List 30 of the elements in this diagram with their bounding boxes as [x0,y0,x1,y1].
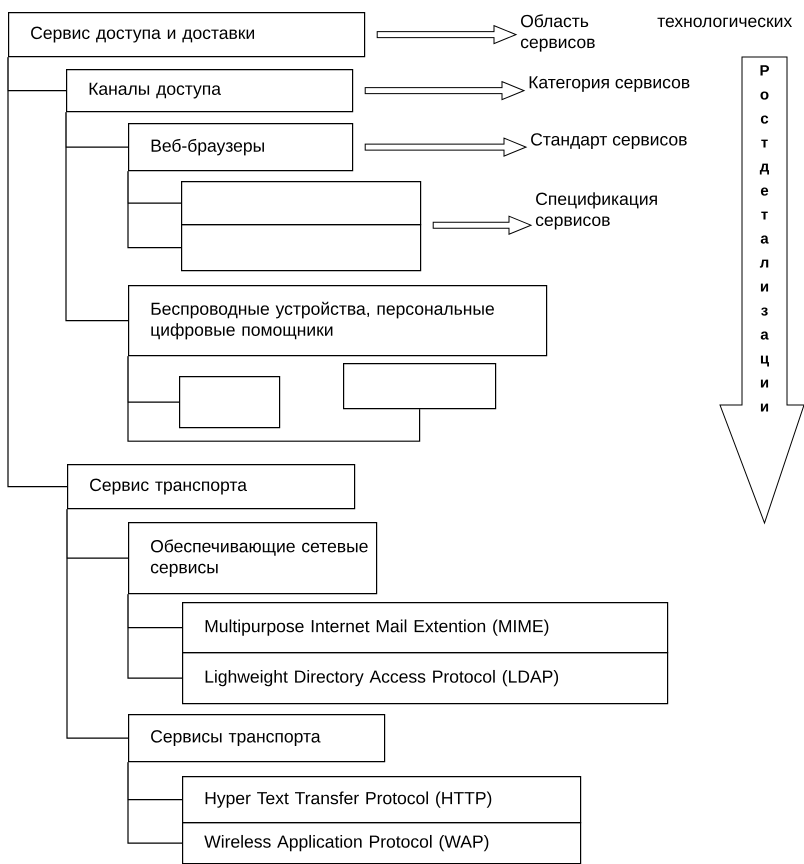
tree-box [343,363,496,410]
tree-box: Беспроводные устройства, персональные цифровые помощники [128,285,548,356]
tree-box: Веб-браузеры [128,123,354,172]
tree-box: Wireless Application Protocol (WAP) [182,822,582,864]
tree-box [181,181,422,226]
tree-box [181,224,422,272]
tree-box: Сервис транспорта [67,464,356,510]
tree-box: Сервисы транспорта [128,714,386,762]
level-label: Стандарт сервисов [531,133,687,150]
connector-line [127,171,181,248]
block-arrow [364,137,528,157]
tree-box: Lighweight Directory Access Protocol (LDAP) [182,652,668,704]
tree-box [179,376,280,428]
connector-line [127,356,420,442]
level-label: Категория сервисов [530,76,690,92]
block-arrow [376,24,518,44]
connector-line [66,509,128,739]
tree-box: Multipurpose Internet Mail Extention (MIME) [182,602,668,654]
level-label: Область технологических сервисов [520,14,792,52]
connector-line [7,57,67,488]
tree-box: Обеспечивающие сетевые сервисы [128,522,378,594]
tree-box: Каналы доступа [66,69,354,112]
tree-box: Hyper Text Transfer Protocol (HTTP) [182,776,582,824]
connector-line [127,594,182,679]
connector-line [65,112,128,322]
tree-box: Сервис доступа и доставки [8,12,366,58]
connector-line [127,762,182,844]
block-arrow [432,215,532,235]
level-label: Спецификация сервисов [536,192,657,230]
block-arrow [364,80,526,100]
